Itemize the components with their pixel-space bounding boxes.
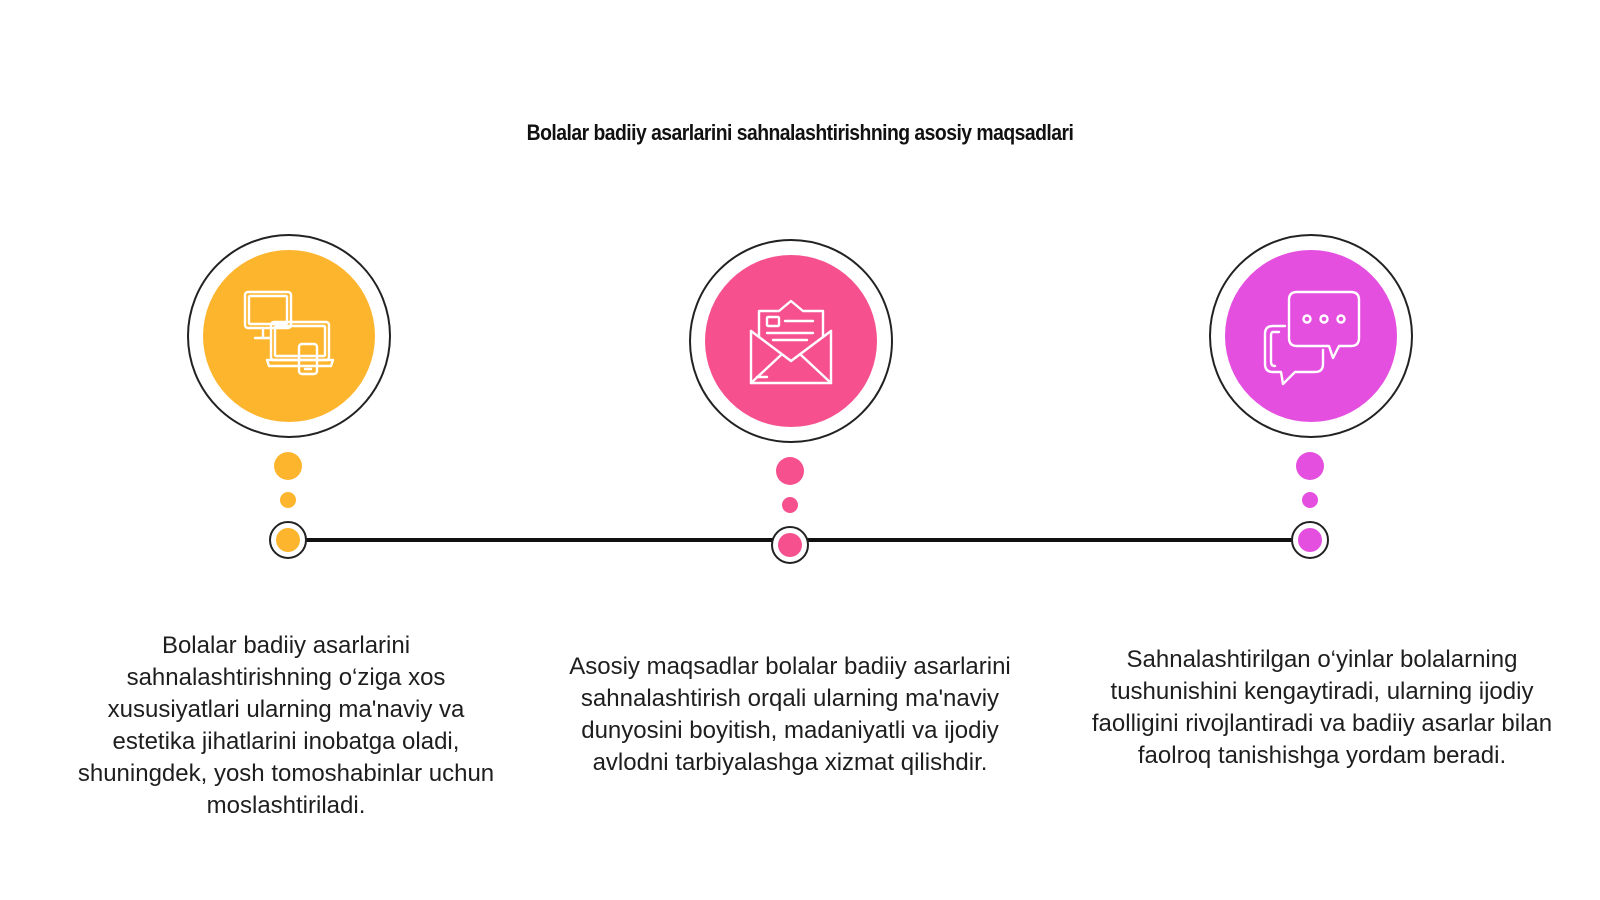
big-circle-fill-1 bbox=[203, 250, 375, 422]
envelope-letter-icon bbox=[749, 299, 833, 385]
timeline-node-2 bbox=[771, 526, 809, 564]
page-title: Bolalar badiiy asarlarini sahnalashtiris… bbox=[526, 120, 1074, 145]
big-circle-fill-2 bbox=[705, 255, 877, 427]
big-circle-1 bbox=[187, 234, 391, 438]
connector-dot-small-3 bbox=[1302, 492, 1318, 508]
big-circle-3 bbox=[1209, 234, 1413, 438]
timeline-node-1 bbox=[269, 521, 307, 559]
description-2: Asosiy maqsadlar bolalar badiiy asarlari… bbox=[569, 653, 1011, 776]
big-circle-2 bbox=[689, 239, 893, 443]
connector-dot-large-3 bbox=[1296, 452, 1324, 480]
description-3: Sahnalashtirilgan o‘yinlar bolalarning t… bbox=[1091, 646, 1553, 769]
connector-dot-large-1 bbox=[274, 452, 302, 480]
connector-dot-small-1 bbox=[280, 492, 296, 508]
timeline-node-3 bbox=[1291, 521, 1329, 559]
big-circle-fill-3 bbox=[1225, 250, 1397, 422]
chat-bubbles-icon bbox=[1263, 290, 1361, 386]
connector-dot-small-2 bbox=[782, 497, 798, 513]
description-1: Bolalar badiiy asarlarini sahnalashtiris… bbox=[77, 632, 495, 819]
devices-icon bbox=[243, 290, 335, 376]
connector-dot-large-2 bbox=[776, 457, 804, 485]
